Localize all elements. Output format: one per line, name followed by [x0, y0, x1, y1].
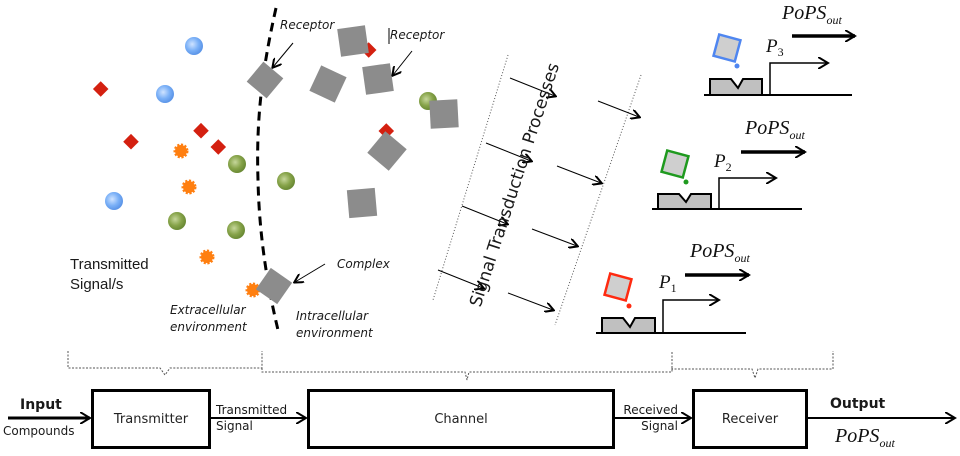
receptor-label-right: Receptor [390, 28, 445, 42]
green-molecule [228, 155, 246, 173]
orange-molecules [173, 143, 261, 298]
ligand-green [659, 148, 691, 180]
pops-sub: out [879, 436, 895, 450]
promoter-name: P [766, 36, 778, 57]
receptor [362, 63, 394, 95]
transmitted-signals-label: Transmitted Signal/s [70, 255, 149, 295]
receptor [337, 25, 369, 57]
pops-text: PoPS [782, 2, 827, 24]
promoter-index: 3 [777, 45, 784, 59]
received-signal-line2: Signal [641, 419, 678, 433]
pops-out-p2: PoPSout [745, 117, 805, 143]
transmitted-signals-line2: Signal/s [70, 276, 124, 293]
complex-label: Complex [337, 257, 390, 271]
promoter-p3 [704, 32, 855, 96]
promoter-index: 2 [725, 160, 732, 174]
transduction-arrow [597, 100, 639, 117]
extracellular-line2: environment [170, 320, 247, 334]
pops-sub: out [734, 251, 750, 265]
received-signal-label: Received Signal [620, 402, 678, 434]
transduction-arrows [437, 77, 639, 310]
red-molecules [92, 42, 395, 155]
promoter-p1 [596, 271, 749, 334]
brace-channel [261, 351, 673, 381]
red-molecule [123, 133, 139, 150]
transmitted-signals-line1: Transmitted [70, 256, 149, 273]
transmitter-block: Transmitter [91, 389, 211, 449]
transduction-arrow [507, 292, 553, 310]
blue-molecule [185, 37, 203, 55]
blue-molecules [105, 37, 203, 210]
intracellular-line2: environment [296, 326, 373, 340]
receiver-block: Receiver [692, 389, 808, 449]
complex-pointer [295, 263, 326, 282]
promoter-name: P [714, 151, 726, 172]
transmitted-signal-line2: Signal [216, 419, 253, 433]
output-label: Output [830, 396, 886, 412]
green-molecule [227, 221, 245, 239]
red-molecule [193, 122, 209, 139]
transduction-arrow [437, 269, 483, 288]
transduction-boundary-left [432, 54, 509, 301]
receptor-right-pointer [393, 50, 413, 75]
input-compounds-label: Compounds [3, 424, 75, 438]
pops-sub: out [826, 13, 842, 27]
promoter-p2-label: P2 [714, 151, 732, 175]
pops-sub: out [789, 128, 805, 142]
braces [67, 351, 834, 381]
promoter-name: P [659, 272, 671, 293]
promoter-index: 1 [670, 281, 677, 295]
pops-text: PoPS [745, 117, 790, 139]
transmitted-signal-line1: Transmitted [216, 403, 288, 417]
pops-out-p1: PoPSout [690, 240, 750, 266]
channel-block: Channel [307, 389, 615, 449]
receptor-label-left: Receptor [280, 18, 335, 32]
receptors [246, 25, 459, 305]
promoter-p1-label: P1 [659, 272, 677, 296]
receptor [246, 61, 284, 99]
green-molecule [277, 172, 295, 190]
pops-out-p3: PoPSout [782, 2, 842, 28]
output-pops: PoPSout [835, 425, 895, 451]
received-signal-line1: Received [623, 403, 678, 417]
green-molecule [168, 212, 186, 230]
promoter-p3-label: P3 [766, 36, 784, 60]
pops-text: PoPS [690, 240, 735, 262]
orange-molecule [181, 179, 197, 195]
blue-molecule [156, 85, 174, 103]
receptor-complex [255, 267, 293, 305]
red-molecule [210, 139, 227, 155]
transduction-boundary-right [554, 74, 642, 326]
brace-transmitter [67, 351, 263, 376]
extracellular-label: Extracellular environment [170, 302, 247, 336]
intracellular-line1: Intracellular [296, 309, 369, 323]
extracellular-line1: Extracellular [170, 303, 246, 317]
pops-text: PoPS [835, 425, 880, 447]
transduction-arrow [461, 205, 507, 224]
transduction-arrow [531, 228, 577, 246]
receptor [346, 187, 378, 219]
receptor-left-pointer [273, 42, 294, 67]
intracellular-label: Intracellular environment [296, 308, 373, 342]
red-molecule [92, 81, 109, 97]
ligand-red [602, 271, 634, 303]
transduction-arrow [556, 165, 601, 183]
blue-molecule [105, 192, 123, 210]
receptor [309, 65, 347, 103]
green-molecules [168, 92, 437, 239]
transmitted-signal-label: Transmitted Signal [216, 402, 287, 434]
promoter-p2 [652, 148, 805, 210]
transduction-arrow [509, 77, 555, 96]
input-label: Input [20, 397, 62, 413]
ligand-blue [711, 32, 743, 64]
receptor [429, 99, 459, 129]
transduction-arrow [485, 142, 531, 161]
orange-molecule [173, 143, 189, 159]
receptor [367, 131, 407, 171]
brace-receiver [671, 351, 834, 380]
orange-molecule [199, 249, 215, 265]
